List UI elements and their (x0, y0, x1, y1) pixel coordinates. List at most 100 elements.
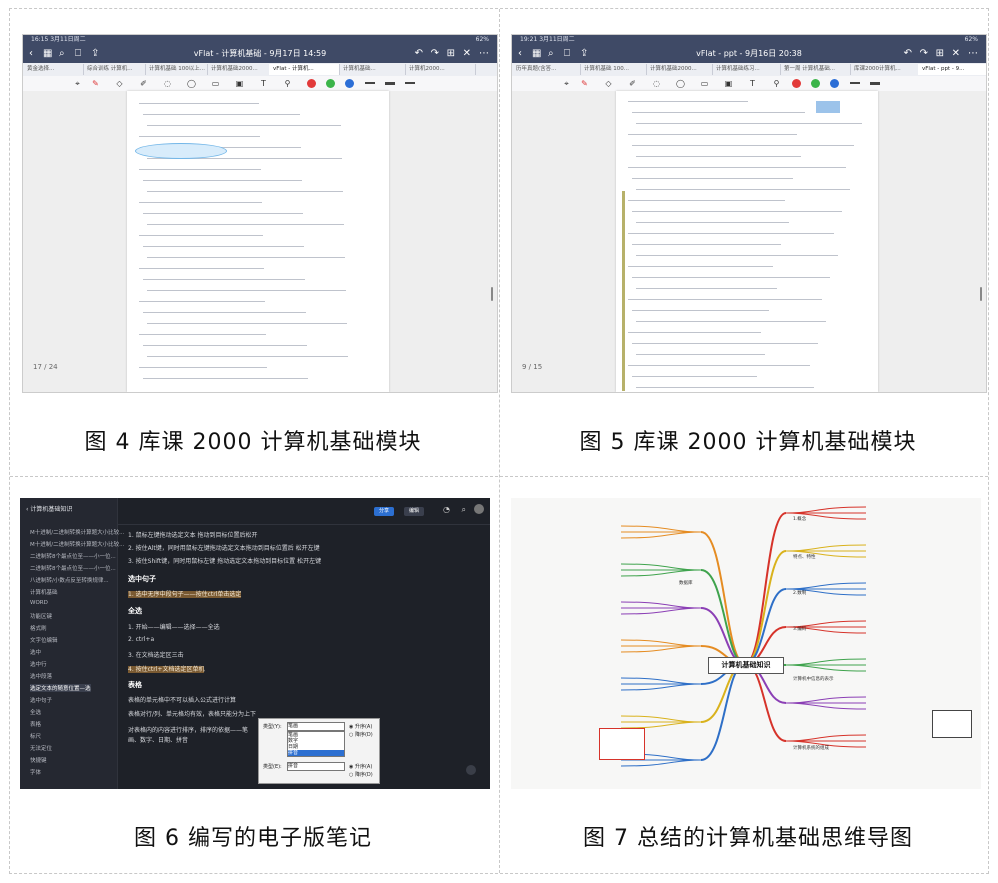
sort-key2-select[interactable]: 拼音 (287, 762, 345, 771)
branch-label[interactable]: 特点、特性 (793, 555, 816, 560)
shape-icon[interactable]: ◯ (676, 79, 685, 88)
bookmark-icon[interactable]: ⎕ (75, 48, 81, 59)
close-icon[interactable]: ✕ (462, 48, 471, 59)
branch-label[interactable]: 1.概念 (793, 517, 807, 522)
outline-item[interactable]: 表格 (30, 722, 42, 728)
sort-option[interactable]: 笔画 (288, 732, 299, 738)
more-icon[interactable]: ⋯ (479, 48, 489, 59)
tab[interactable]: 计算机基础2000... (646, 64, 713, 75)
thick-stroke-option[interactable] (405, 82, 415, 84)
tab[interactable]: 计算机基础2000... (207, 64, 270, 75)
comment-icon[interactable]: ▭ (211, 79, 220, 88)
bookmark-icon[interactable]: ⎕ (564, 48, 570, 59)
branch-label[interactable]: 3.编码 (793, 627, 807, 632)
back-icon[interactable]: ‹ (518, 48, 522, 59)
lasso-icon[interactable]: ◌ (653, 79, 660, 88)
outline-item[interactable]: 无法定位 (30, 746, 53, 752)
sort-options-list[interactable]: 笔画 数字 日期 拼音 (287, 731, 345, 757)
outline-item[interactable]: 标尺 (30, 734, 42, 740)
sort-key1-select[interactable]: 笔画 (287, 722, 345, 731)
outline-item[interactable]: WORD (30, 600, 48, 606)
outline-item[interactable]: M十进制/二进制转换计算题大小比较... (30, 542, 125, 548)
branch-label[interactable]: 2.数制 (793, 591, 807, 596)
tab-active[interactable]: vFlat - ppt - 9... (918, 64, 986, 75)
close-icon[interactable]: ✕ (951, 48, 960, 59)
share-button[interactable]: 分享 (373, 507, 394, 516)
branch-label[interactable]: 计算机中信息的表示 (793, 677, 834, 682)
eraser-icon[interactable]: ◇ (605, 79, 612, 88)
red-color-swatch[interactable] (792, 79, 801, 88)
notification-icon[interactable]: ◔ (443, 505, 450, 514)
sort-option-selected[interactable]: 拼音 (288, 750, 344, 756)
pdf-page[interactable] (616, 91, 878, 392)
tab[interactable]: 综合训练 计算机... (83, 64, 146, 75)
tab[interactable]: 计算机基础 100以上... (145, 64, 208, 75)
link-icon[interactable]: ⚲ (773, 79, 780, 88)
pen-icon[interactable]: ✎ (92, 79, 99, 88)
blue-color-swatch[interactable] (830, 79, 839, 88)
tab[interactable]: 黄金选择... (23, 64, 84, 75)
tab[interactable]: 第一周 计算机基础... (780, 64, 851, 75)
edit-button[interactable]: 编辑 (403, 507, 424, 516)
blue-color-swatch[interactable] (345, 79, 354, 88)
outline-item[interactable]: 功能区键 (30, 614, 53, 620)
tab[interactable]: 历年真题(含答... (512, 64, 581, 75)
undo-icon[interactable]: ↶ (414, 48, 423, 59)
search-icon[interactable]: ⌕ (59, 48, 65, 59)
back-icon[interactable]: ‹ (29, 48, 33, 59)
notes-back-title[interactable]: ‹ 计算机基础知识 (26, 506, 73, 513)
text-tool-icon[interactable]: T (750, 79, 755, 88)
sort-option[interactable]: 数字 (288, 738, 299, 744)
medium-stroke-option[interactable] (870, 82, 880, 85)
red-color-swatch[interactable] (307, 79, 316, 88)
tab[interactable]: 计算机基础 100... (580, 64, 647, 75)
text-select-icon[interactable]: ⌖ (75, 79, 80, 88)
grid-icon[interactable]: ▦ (532, 48, 542, 59)
outline-item[interactable]: 选中 (30, 650, 42, 656)
tab[interactable]: 库课2000计算机... (850, 64, 919, 75)
outline-item[interactable]: 文字位编辑 (30, 638, 58, 644)
avatar[interactable] (474, 504, 484, 514)
pen-icon[interactable]: ✎ (581, 79, 588, 88)
outline-item[interactable]: M十进制/二进制转换计算题大小比较... (30, 530, 125, 536)
outline-item[interactable]: 选中句子 (30, 698, 53, 704)
undo-icon[interactable]: ↶ (903, 48, 912, 59)
thin-stroke-option[interactable] (365, 82, 375, 84)
mind-map-center[interactable]: 计算机基础知识 (708, 657, 784, 674)
highlighter-icon[interactable]: ✐ (629, 79, 636, 88)
outline-item[interactable]: 快捷键 (30, 758, 47, 764)
outline-item[interactable]: 选定文本的随意位置—选 (30, 684, 91, 692)
shape-icon[interactable]: ◯ (187, 79, 196, 88)
branch-label[interactable]: 数据库 (679, 581, 693, 586)
scrollbar[interactable] (491, 287, 493, 301)
search-icon[interactable]: ⌕ (461, 505, 466, 514)
text-select-icon[interactable]: ⌖ (564, 79, 569, 88)
share-icon[interactable]: ⇪ (91, 48, 100, 59)
green-color-swatch[interactable] (326, 79, 335, 88)
redo-icon[interactable]: ↷ (919, 48, 928, 59)
branch-label[interactable]: 计算机系统的组成 (793, 746, 829, 751)
redo-icon[interactable]: ↷ (430, 48, 439, 59)
outline-item[interactable]: 全选 (30, 710, 42, 716)
green-color-swatch[interactable] (811, 79, 820, 88)
thin-stroke-option[interactable] (850, 82, 860, 84)
ascending-radio[interactable]: ◉ 升序(A) (349, 764, 373, 770)
tab[interactable]: 计算机基础... (339, 64, 406, 75)
medium-stroke-option[interactable] (385, 82, 395, 85)
outline-item[interactable]: 格式刷 (30, 626, 47, 632)
tab-active[interactable]: vFlat - 计算机... (269, 64, 340, 75)
outline-item[interactable]: 计算机基础 (30, 590, 58, 596)
more-icon[interactable]: ⋯ (968, 48, 978, 59)
highlighter-icon[interactable]: ✐ (140, 79, 147, 88)
grid-icon[interactable]: ▦ (43, 48, 53, 59)
share-icon[interactable]: ⇪ (580, 48, 589, 59)
add-page-icon[interactable]: ⊞ (446, 48, 455, 59)
descending-radio[interactable]: ○ 降序(D) (349, 772, 373, 778)
eraser-icon[interactable]: ◇ (116, 79, 123, 88)
image-icon[interactable]: ▣ (235, 79, 244, 88)
outline-item[interactable]: 八进制转/小数点反至转换规律... (30, 578, 109, 584)
outline-item[interactable]: 二进制转8个最点位至——小一位... (30, 554, 116, 560)
outline-item[interactable]: 选中段落 (30, 674, 53, 680)
tab[interactable]: 计算机基础练习... (712, 64, 781, 75)
scrollbar[interactable] (980, 287, 982, 301)
